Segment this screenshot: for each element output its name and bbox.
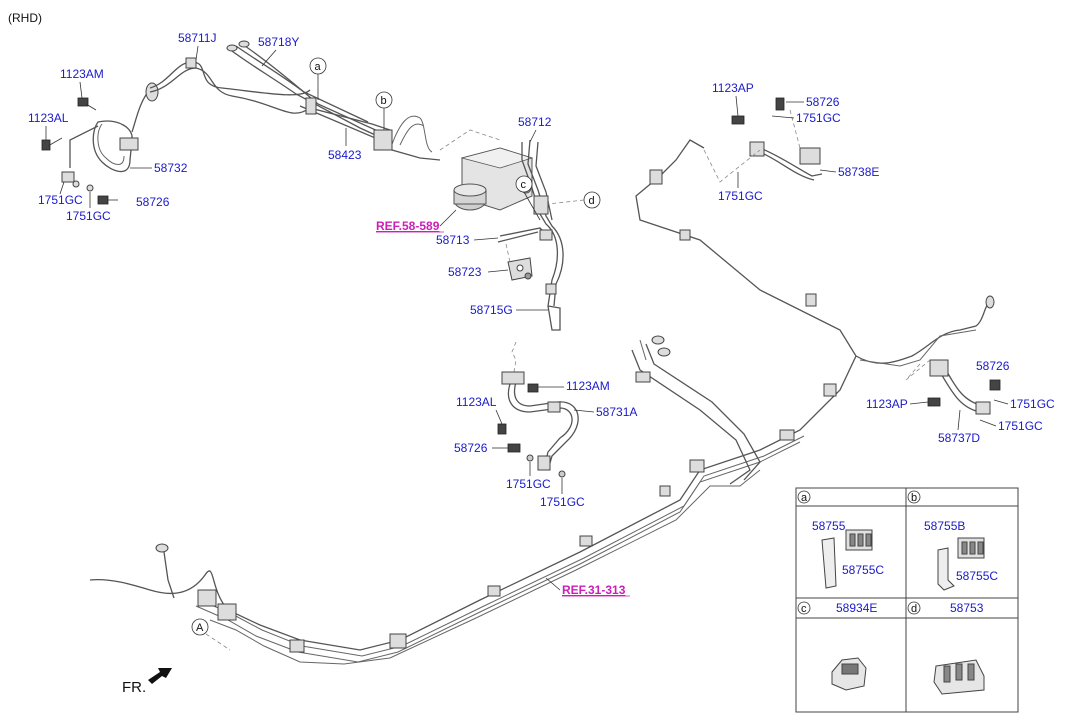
label-1751GC-b: 1751GC [66, 209, 111, 223]
table-cell-a: a 58755 58755C [797, 490, 884, 589]
label-1123AP-right: 1123AP [866, 397, 908, 411]
svg-text:58755B: 58755B [924, 519, 965, 533]
callout-b: b [375, 91, 393, 130]
label-1751GC-c: 1751GC [506, 477, 551, 491]
detail-table: a 58755 58755C b 58755B 58755C [795, 487, 1019, 713]
svg-text:a: a [801, 492, 808, 504]
label-58732: 58732 [154, 161, 188, 175]
svg-text:d: d [589, 195, 595, 207]
label-58726-b: 58726 [454, 441, 488, 455]
table-cell-c: c 58934E [797, 601, 877, 691]
ref-58-589[interactable]: REF.58-589 [376, 219, 440, 233]
front-arrow-icon [148, 668, 172, 684]
bolt-1123AL-top [41, 137, 63, 151]
callout-d: d [547, 191, 601, 209]
svg-text:b: b [381, 95, 387, 107]
variant-label: (RHD) [8, 11, 42, 25]
label-58737D: 58737D [938, 431, 980, 445]
label-58423: 58423 [328, 148, 362, 162]
callout-a: a [309, 57, 327, 100]
svg-text:b: b [911, 492, 917, 504]
label-58718Y: 58718Y [258, 35, 299, 49]
svg-text:58755: 58755 [812, 519, 846, 533]
svg-text:FR.: FR. [122, 679, 146, 696]
upper-pipe-run [149, 40, 441, 161]
table-cell-b: b 58755B 58755C [907, 490, 998, 591]
callout-A: A [191, 618, 231, 651]
label-58726-c: 58726 [806, 95, 840, 109]
bolt-1123AM-top [77, 97, 97, 111]
front-left-hose-assembly [61, 82, 159, 183]
center-pipe-group [497, 139, 564, 373]
label-1123AL-mid: 1123AL [456, 395, 497, 409]
svg-text:c: c [521, 179, 527, 191]
label-1751GC-d: 1751GC [540, 495, 585, 509]
rear-hose-58731A [497, 371, 579, 478]
label-1123AM-mid: 1123AM [566, 379, 610, 393]
label-1751GC-f: 1751GC [718, 189, 763, 203]
svg-text:58934E: 58934E [836, 601, 877, 615]
label-1751GC-a: 1751GC [38, 193, 83, 207]
label-1123AP-top: 1123AP [712, 81, 754, 95]
label-1751GC-g: 1751GC [1010, 397, 1055, 411]
rear-hose-58737D [905, 359, 1001, 415]
label-1751GC-h: 1751GC [998, 419, 1043, 433]
svg-text:58753: 58753 [950, 601, 984, 615]
label-58726-d: 58726 [976, 359, 1010, 373]
bolt-58726-a [97, 195, 118, 205]
svg-text:a: a [315, 61, 322, 73]
ref-31-313[interactable]: REF.31-313 [562, 583, 626, 597]
svg-text:58755C: 58755C [842, 563, 884, 577]
label-58731A: 58731A [596, 405, 637, 419]
label-58711J: 58711J [178, 31, 216, 45]
label-1123AL-top: 1123AL [28, 111, 69, 125]
label-58712: 58712 [518, 115, 552, 129]
callout-c: c [515, 175, 541, 221]
label-1751GC-e: 1751GC [796, 111, 841, 125]
front-direction-indicator: FR. [122, 668, 172, 696]
label-58715G: 58715G [470, 303, 513, 317]
label-58713: 58713 [436, 233, 470, 247]
svg-text:c: c [801, 603, 807, 615]
svg-text:58755C: 58755C [956, 569, 998, 583]
label-58738E: 58738E [838, 165, 879, 179]
main-pipe-run [89, 139, 995, 665]
label-1123AM-top: 1123AM [60, 67, 104, 81]
label-58723: 58723 [448, 265, 482, 279]
bracket-58723 [505, 243, 533, 281]
rear-hose-58738E [703, 97, 823, 183]
label-58726-a: 58726 [136, 195, 170, 209]
abs-hydraulic-unit [439, 129, 534, 211]
svg-text:A: A [196, 622, 204, 634]
table-cell-d: d 58753 [907, 601, 985, 695]
svg-text:d: d [911, 603, 917, 615]
